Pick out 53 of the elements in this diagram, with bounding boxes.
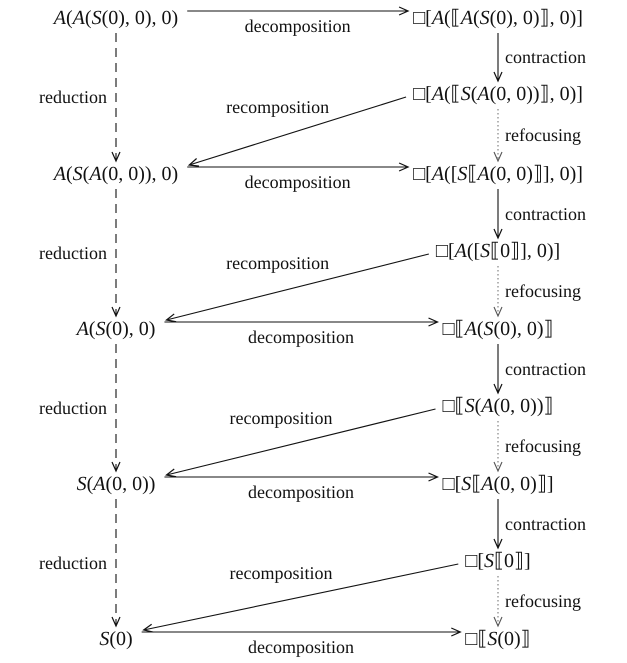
term-expression: □[A(⟦A(S(0), 0)⟧, 0)] bbox=[412, 7, 584, 29]
arrow bbox=[166, 408, 436, 478]
edge-label: reduction bbox=[38, 244, 108, 262]
arrow bbox=[164, 472, 438, 482]
term-expression: A(A(S(0), 0), 0) bbox=[52, 7, 180, 29]
term-expression: □[S⟦0⟧] bbox=[464, 550, 532, 572]
edge-label: decomposition bbox=[246, 483, 355, 501]
edge-label: decomposition bbox=[244, 17, 352, 35]
arrow bbox=[493, 266, 503, 317]
edge-label: refocusing bbox=[504, 437, 582, 455]
edge-label: recomposition bbox=[228, 564, 334, 582]
edge-label: decomposition bbox=[246, 638, 355, 656]
arrow bbox=[187, 162, 409, 172]
term-expression: S(A(0, 0)) bbox=[76, 473, 156, 495]
arrow bbox=[164, 317, 438, 327]
term-expression: □[A(⟦S(A(0, 0))⟧, 0)] bbox=[412, 83, 584, 105]
term-expression: □⟦S(0)⟧ bbox=[464, 628, 532, 650]
term-expression: S(0) bbox=[98, 628, 134, 650]
edge-label: recomposition bbox=[225, 98, 330, 116]
arrow bbox=[166, 253, 429, 322]
edge-label: contraction bbox=[504, 48, 587, 66]
arrow bbox=[111, 499, 121, 627]
edge-label: decomposition bbox=[246, 328, 355, 346]
term-expression: A(S(0), 0) bbox=[76, 318, 156, 340]
arrow bbox=[493, 576, 503, 627]
edge-label: decomposition bbox=[244, 173, 352, 191]
term-expression: □[S⟦A(0, 0)⟧] bbox=[442, 473, 554, 495]
term-expression: □[A([S⟦A(0, 0)⟧], 0)] bbox=[412, 163, 584, 185]
arrow bbox=[188, 96, 406, 167]
edge-label: reduction bbox=[38, 554, 108, 572]
arrow bbox=[142, 627, 461, 637]
term-expression: □⟦S(A(0, 0))⟧ bbox=[442, 395, 554, 417]
arrow bbox=[493, 421, 503, 472]
arrow bbox=[493, 109, 503, 162]
arrow bbox=[493, 499, 503, 549]
arrow bbox=[111, 189, 121, 317]
edge-label: recomposition bbox=[228, 409, 334, 427]
arrow bbox=[143, 563, 458, 633]
arrow bbox=[111, 344, 121, 472]
term-expression: □⟦A(S(0), 0)⟧ bbox=[442, 318, 554, 340]
term-expression: A(S(A(0, 0)), 0) bbox=[52, 163, 180, 185]
edge-label: refocusing bbox=[504, 592, 582, 610]
edge-label: reduction bbox=[38, 398, 108, 416]
edge-label: reduction bbox=[38, 88, 108, 106]
arrow bbox=[111, 33, 121, 162]
edge-label: refocusing bbox=[504, 282, 582, 300]
arrow bbox=[493, 189, 503, 239]
edge-label: recomposition bbox=[225, 254, 330, 272]
term-expression: □[A([S⟦0⟧], 0)] bbox=[434, 240, 562, 262]
edge-label: refocusing bbox=[504, 126, 582, 144]
arrow bbox=[493, 344, 503, 394]
arrow bbox=[187, 6, 409, 16]
arrow bbox=[493, 33, 503, 82]
